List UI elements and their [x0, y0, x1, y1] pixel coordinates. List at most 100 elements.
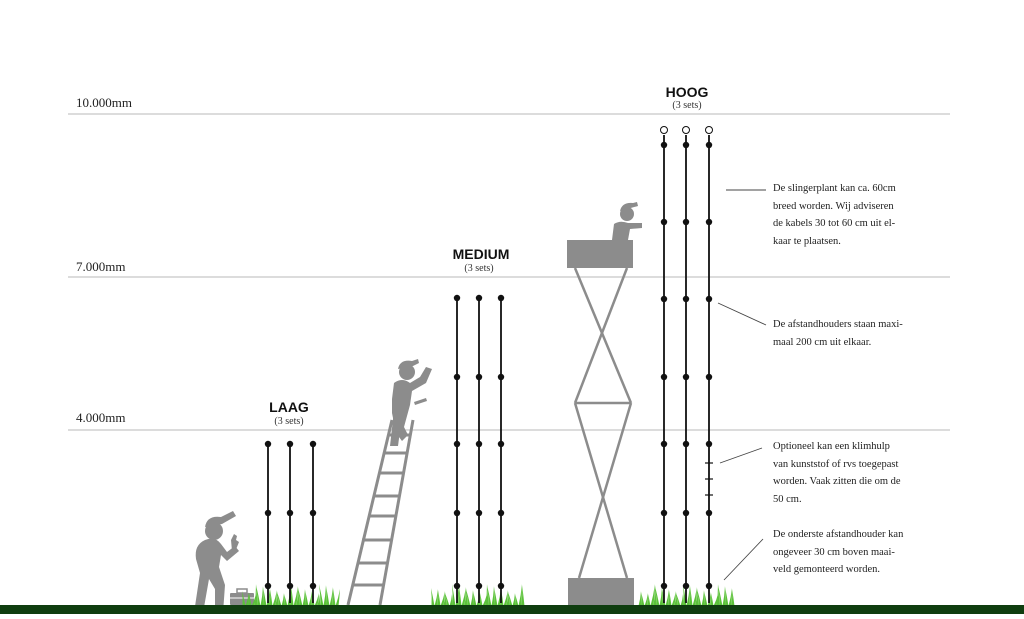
- grass-blade: [248, 593, 252, 606]
- grass-blade: [251, 594, 256, 606]
- grass-blade: [692, 587, 697, 606]
- grass-blade: [676, 593, 681, 606]
- spacer-dot: [497, 509, 505, 517]
- note-line: de kabels 30 tot 60 cm uit el-: [773, 218, 896, 229]
- note-line: van kunststof of rvs toegepast: [773, 458, 899, 470]
- grass-blade: [487, 585, 492, 606]
- spacer-dot: [705, 295, 713, 303]
- grass-blade: [707, 592, 711, 606]
- grass-layer: [242, 584, 735, 606]
- grass-blade: [482, 594, 487, 606]
- grass-blade: [260, 586, 264, 606]
- spacer-dot: [497, 373, 505, 381]
- spacer-dot: [309, 582, 317, 590]
- spacer-dot: [286, 440, 294, 448]
- grass-blade: [434, 589, 438, 606]
- grass-blade: [332, 588, 336, 606]
- note-line: Optioneel kan een klimhulp: [773, 441, 890, 452]
- spacer-dot: [682, 582, 690, 590]
- spacer-dot: [286, 582, 294, 590]
- grass-blade: [731, 589, 735, 606]
- grass-blade: [263, 587, 267, 606]
- spacer-dot: [497, 440, 505, 448]
- grass-blade: [308, 591, 312, 606]
- spacer-dot: [453, 373, 461, 381]
- spacer-dot: [682, 218, 690, 226]
- spacer-dot: [309, 509, 317, 517]
- grass-blade: [473, 591, 477, 606]
- grass-blade: [655, 586, 660, 606]
- grass-blade: [728, 588, 732, 606]
- spacer-dot: [705, 218, 713, 226]
- spacer-dot: [705, 440, 713, 448]
- spacer-dot: [660, 509, 668, 517]
- grass-blade: [245, 592, 249, 606]
- grass-blade: [296, 587, 300, 606]
- grass-blade: [449, 594, 453, 606]
- grass-blade: [275, 591, 279, 606]
- grass-blade: [329, 587, 333, 606]
- note-line: 50 cm.: [773, 493, 802, 505]
- grass-blade: [686, 585, 690, 606]
- scissor-lift-icon: [567, 202, 642, 606]
- grass-blade: [443, 592, 447, 606]
- grass-blade: [697, 589, 702, 606]
- grass-blade: [455, 585, 459, 606]
- note-line: De onderste afstandhouder kan: [773, 529, 904, 540]
- note-line: maal 200 cm uit elkaar.: [773, 336, 872, 348]
- level-label-7000: 7.000mm: [76, 259, 126, 274]
- note-line: De afstandhouders staan maxi-: [773, 319, 903, 330]
- ladder-icon: [346, 419, 415, 606]
- grass-blade: [431, 588, 435, 606]
- spacer-dot: [475, 509, 483, 517]
- spacer-dot: [453, 294, 461, 302]
- level-label-4000: 4.000mm: [76, 410, 126, 425]
- grass-blade: [653, 585, 657, 606]
- leader-line-2: [717, 302, 767, 326]
- anchor-ring-icon: [705, 126, 713, 134]
- grass-blade: [515, 594, 519, 606]
- grass-blade: [298, 588, 303, 606]
- anchor-ring-icon: [682, 126, 690, 134]
- grass-blade: [689, 586, 693, 606]
- grass-blade: [718, 585, 723, 606]
- grass-blade: [638, 591, 642, 606]
- note-line: kaar te plaatsen.: [773, 235, 841, 247]
- spacer-dot: [682, 141, 690, 149]
- grass-blade: [710, 593, 714, 606]
- grass-blade: [704, 591, 708, 606]
- spacer-dot: [264, 440, 272, 448]
- spacer-dot: [660, 440, 668, 448]
- note-line: breed worden. Wij adviseren: [773, 200, 894, 212]
- callout-leaders: [717, 189, 767, 581]
- set-title-hoog: HOOG: [665, 84, 709, 100]
- lift-operator-icon: [612, 202, 642, 240]
- level-label-10000: 10.000mm: [76, 95, 132, 110]
- grass-blade: [440, 591, 445, 606]
- set-subtitle-laag: (3 sets): [274, 416, 304, 427]
- grass-blade: [293, 586, 298, 606]
- grass-blade: [326, 586, 330, 606]
- grass-blade: [256, 585, 261, 606]
- spacer-dot: [705, 373, 713, 381]
- grass-blade: [503, 590, 508, 606]
- cables-layer: [264, 126, 713, 603]
- note-spacer-distance: De afstandhouders staan maxi- maal 200 c…: [773, 316, 923, 351]
- grass-blade: [659, 587, 663, 606]
- note-cable-spacing: De slingerplant kan ca. 60cm breed worde…: [773, 180, 923, 250]
- note-bottom-spacer: De onderste afstandhouder kan ongeveer 3…: [773, 526, 923, 579]
- grass-blade: [716, 584, 720, 606]
- grass-blade: [242, 591, 246, 606]
- spacer-dot: [309, 440, 317, 448]
- spacer-dot: [264, 582, 272, 590]
- grass-blade: [319, 584, 324, 606]
- grass-blade: [437, 590, 441, 606]
- grass-blade: [680, 594, 684, 606]
- grass-blade: [452, 584, 456, 606]
- grass-blade: [335, 589, 340, 606]
- grass-blade: [479, 593, 483, 606]
- leader-line-4: [723, 538, 764, 581]
- grass-blade: [466, 589, 471, 606]
